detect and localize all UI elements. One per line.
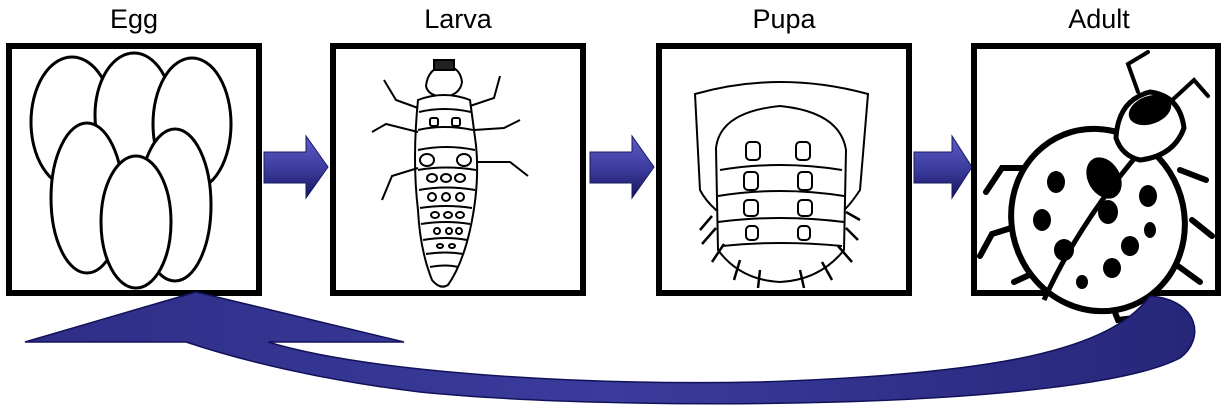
adult-panel [974,46,1218,338]
arrow-egg-to-larva [264,136,328,198]
return-arrow-adult-to-egg [25,292,1195,404]
eggs-icon [31,53,231,288]
arrow-pupa-to-adult [914,136,972,198]
arrow-larva-to-pupa [590,136,654,198]
egg-panel [9,46,259,293]
pupa-panel [659,46,909,293]
larva-panel [333,46,583,293]
